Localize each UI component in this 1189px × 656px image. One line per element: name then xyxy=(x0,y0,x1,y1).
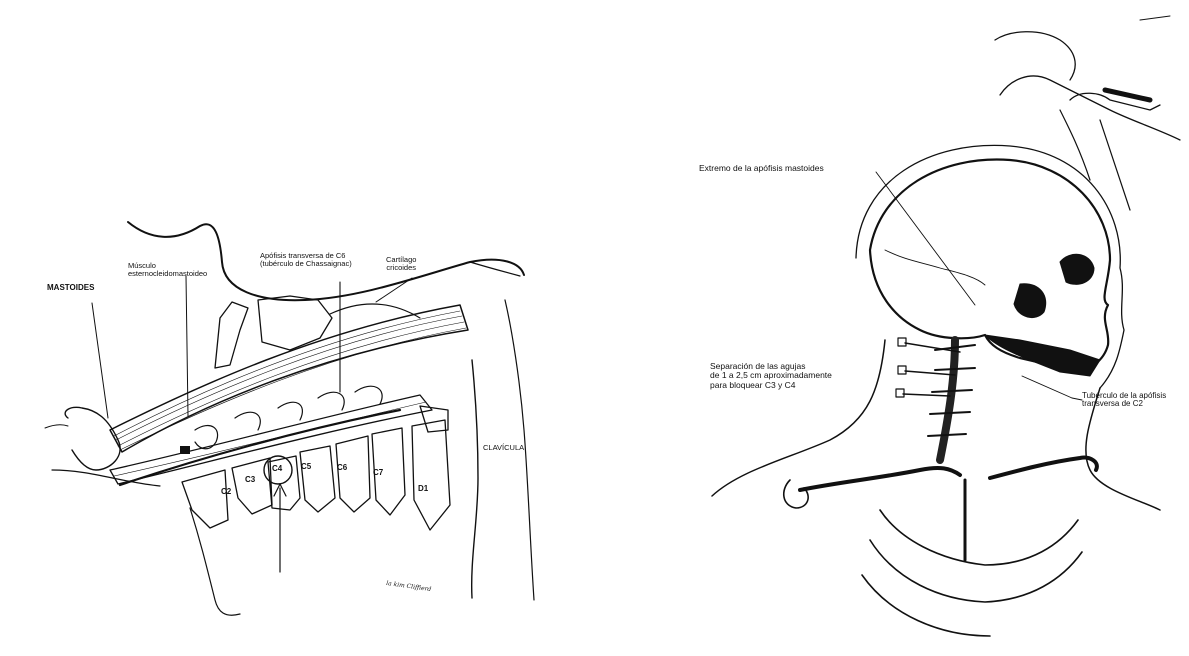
label-musculo-esternocleidomastoideo: Músculo esternocleidomastoideo xyxy=(128,262,207,278)
vertebra-label-c2: C2 xyxy=(221,487,231,496)
label-mastoides: MASTOIDES xyxy=(47,284,94,292)
label-tuberculo-apofisis-c2: Tubérculo de la apófisis transversa de C… xyxy=(1082,392,1166,409)
right-head-neck-skeleton-drawing xyxy=(712,16,1180,636)
vertebra-label-d1: D1 xyxy=(418,484,428,493)
label-tuberculo-line2: transversa de C2 xyxy=(1082,400,1166,408)
vertebra-label-c5: C5 xyxy=(301,462,311,471)
label-clavicula: CLAVÍCULA xyxy=(483,444,524,452)
vertebra-label-c7: C7 xyxy=(373,468,383,477)
label-musculo-line2: esternocleidomastoideo xyxy=(128,270,207,278)
label-apofisis-transversa-c6: Apófisis transversa de C6 (tubérculo de … xyxy=(260,252,352,268)
vertebra-label-c6: C6 xyxy=(337,463,347,472)
vertebra-label-c3: C3 xyxy=(245,475,255,484)
label-separacion-agujas: Separación de las agujas de 1 a 2,5 cm a… xyxy=(710,362,832,390)
label-apofisis-line2: (tubérculo de Chassaignac) xyxy=(260,260,352,268)
label-cartilago-cricoides: Cartílago cricoides xyxy=(386,256,416,272)
label-cartilago-line2: cricoides xyxy=(386,264,416,272)
left-neck-anatomy-drawing xyxy=(45,222,534,615)
label-extremo-apofisis-mastoides: Extremo de la apófisis mastoides xyxy=(699,164,824,173)
vertebra-label-c4: C4 xyxy=(272,464,282,473)
label-separacion-line3: para bloquear C3 y C4 xyxy=(710,381,832,390)
